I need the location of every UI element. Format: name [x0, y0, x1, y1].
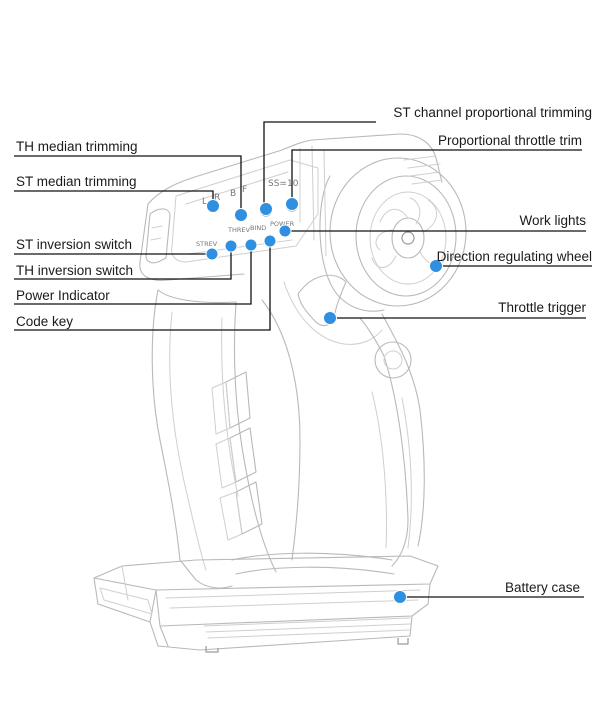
- grip-windows: [211, 371, 263, 541]
- wheel-housing-ridges: [403, 155, 443, 185]
- marker-battery-case: [393, 590, 407, 604]
- leader-th-median: [14, 155, 242, 214]
- label-power-indicator: Power Indicator: [16, 288, 110, 303]
- marker-code-key: [263, 234, 277, 248]
- leader-st-channel-trim: [263, 121, 376, 209]
- mark-st-rev: STREV: [196, 240, 218, 248]
- top-panel-plate: [171, 159, 319, 263]
- marker-st-inversion: [205, 247, 219, 261]
- label-throttle-trigger: Throttle trigger: [498, 300, 586, 315]
- mark-l: L: [202, 197, 207, 207]
- label-st-median: ST median trimming: [16, 174, 137, 189]
- label-direction-wheel: Direction regulating wheel: [437, 249, 592, 264]
- base-feet: [205, 638, 409, 653]
- mark-f: F: [242, 185, 247, 195]
- rear-arm: [359, 313, 425, 567]
- wheel-outer: [329, 157, 467, 307]
- leader-power-indicator: [14, 246, 252, 305]
- leader-lines: [14, 121, 592, 598]
- base-top: [93, 555, 439, 591]
- label-battery-case: Battery case: [505, 580, 580, 595]
- wheel-mid: [355, 175, 457, 297]
- wheel-hub: [391, 217, 425, 259]
- mark-r: R: [214, 193, 220, 203]
- leader-th-inversion: [14, 246, 232, 280]
- wheel-center: [401, 231, 415, 245]
- leader-st-median: [14, 190, 214, 205]
- markers: [205, 197, 443, 604]
- marker-throttle-trim: [285, 197, 299, 211]
- label-st-inversion: ST inversion switch: [16, 237, 132, 252]
- trigger-guard: [283, 281, 383, 345]
- mark-b: B: [230, 189, 236, 199]
- top-housing: [139, 133, 443, 281]
- handle-outline: [151, 289, 277, 589]
- marker-power-indicator: [244, 238, 258, 252]
- marker-th-inversion: [224, 239, 238, 253]
- rear-knob: [374, 341, 412, 379]
- wheel-mount-ribs: [299, 145, 327, 257]
- base-ribs: [165, 589, 421, 639]
- left-side-grip: [145, 208, 171, 264]
- marker-th-median: [234, 208, 248, 222]
- label-work-lights: Work lights: [519, 213, 586, 228]
- base-end-cap: [99, 565, 153, 615]
- leader-throttle-trim: [291, 149, 582, 204]
- mark-bind: BIND: [250, 224, 266, 232]
- label-th-inversion: TH inversion switch: [16, 263, 133, 278]
- leader-code-key: [14, 242, 271, 331]
- wheel-spokes: [371, 197, 447, 268]
- mark-ss: SS=10: [268, 179, 299, 189]
- marker-st-channel-trim: [259, 202, 273, 216]
- wheel-mount: [319, 175, 385, 312]
- transmitter-body: L R B F SS=10 STREV THREV BIND POWER: [93, 133, 467, 653]
- label-th-median: TH median trimming: [16, 139, 138, 154]
- label-code-key: Code key: [16, 314, 73, 329]
- mark-th-rev: THREV: [227, 226, 250, 234]
- wheel-rim: [369, 191, 447, 285]
- rear-arm-inner: [371, 391, 412, 549]
- mark-power: POWER: [270, 220, 295, 228]
- base-bottom: [149, 615, 413, 651]
- label-throttle-trim: Proportional throttle trim: [438, 133, 582, 148]
- labels: ST channel proportional trimming TH medi…: [16, 105, 592, 595]
- marker-work-lights: [278, 224, 292, 238]
- handle-inner-line: [169, 311, 239, 571]
- marker-throttle-trigger: [323, 311, 337, 325]
- marker-direction-wheel: [429, 259, 443, 273]
- marker-st-median: [206, 199, 220, 213]
- grip-front-edge: [261, 299, 301, 561]
- label-st-channel-trim: ST channel proportional trimming: [393, 105, 592, 120]
